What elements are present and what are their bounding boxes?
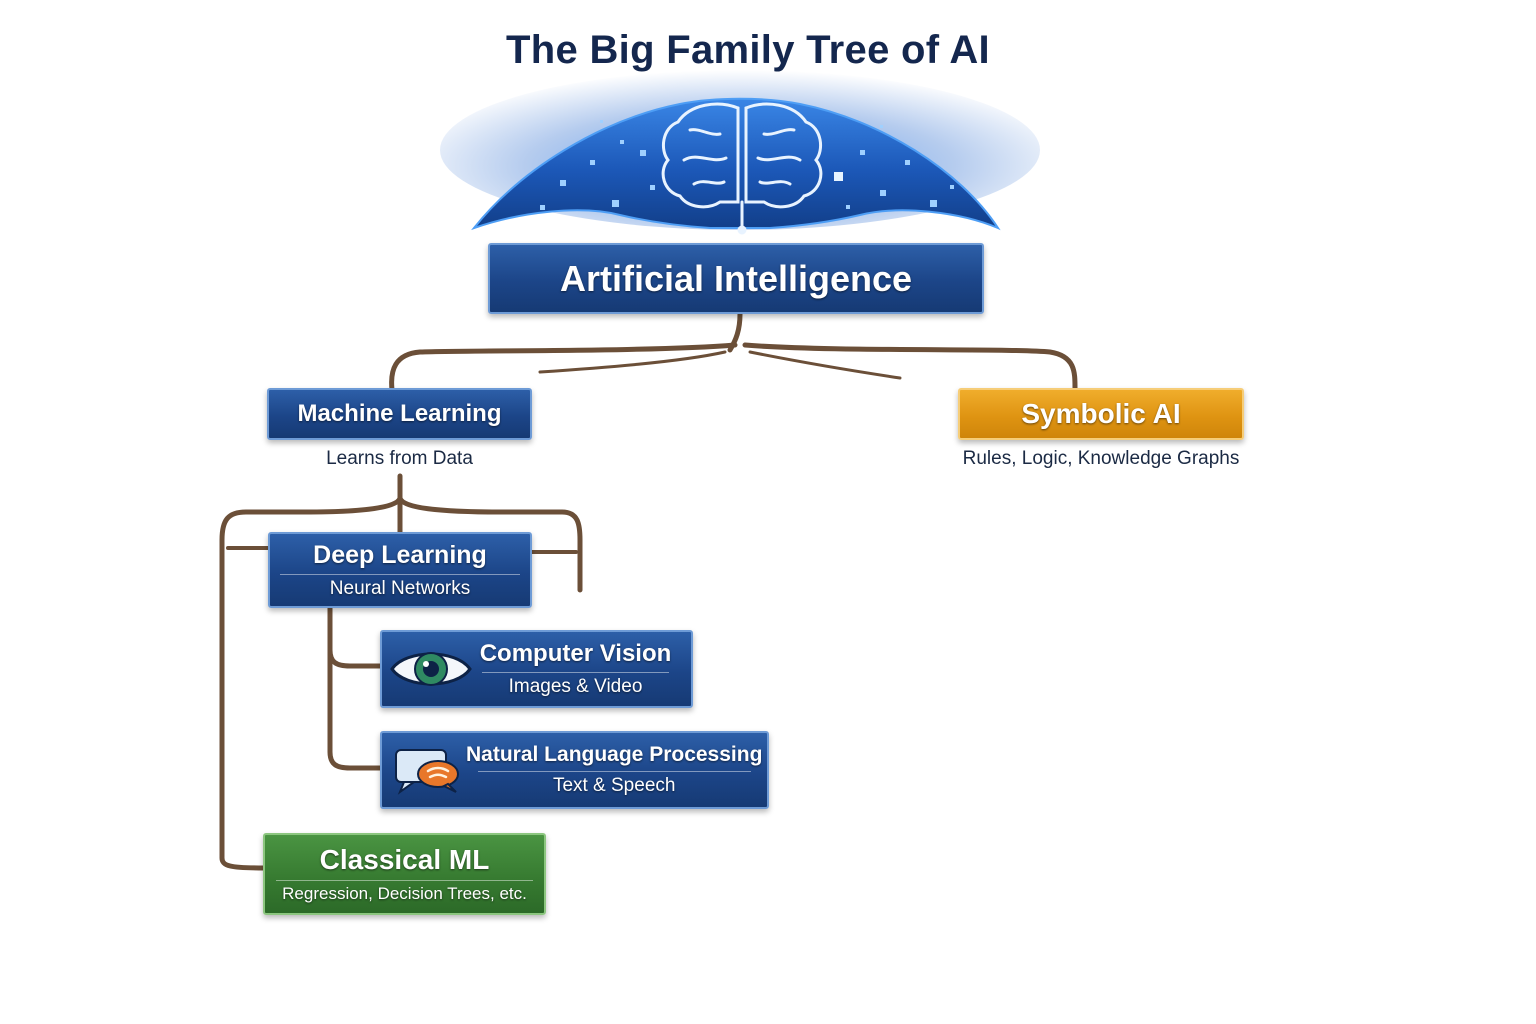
node-classical-ml-sub: Regression, Decision Trees, etc. (282, 884, 527, 903)
data-particles (540, 120, 954, 210)
node-classical-ml-label: Classical ML (319, 844, 490, 875)
node-symbolic-ai-label: Symbolic AI (1021, 398, 1181, 429)
root-node-artificial-intelligence: Artificial Intelligence (488, 243, 984, 314)
node-deep-learning: Deep Learning Neural Networks (268, 532, 532, 608)
branch-to-symbolic-ai (742, 342, 1078, 391)
node-nlp-sub: Text & Speech (552, 775, 676, 796)
brain-circuit-icon (661, 102, 823, 235)
branch-ml-split (219, 495, 403, 871)
divider (276, 880, 533, 881)
page-title: The Big Family Tree of AI (506, 28, 990, 72)
caption-symbolic-ai: Rules, Logic, Knowledge Graphs (962, 448, 1240, 469)
root-tendril-left (538, 350, 727, 374)
root-tendril-right (748, 350, 902, 380)
caption-machine-learning: Learns from Data (326, 448, 473, 469)
divider (477, 771, 751, 772)
node-classical-ml: Classical ML Regression, Decision Trees,… (263, 833, 546, 915)
node-computer-vision: Computer Vision Images & Video (380, 630, 693, 708)
branch-to-machine-learning (389, 342, 738, 393)
node-deep-learning-label: Deep Learning (313, 540, 487, 569)
node-computer-vision-label: Computer Vision (479, 640, 672, 667)
node-symbolic-ai: Symbolic AI (958, 388, 1244, 440)
node-deep-learning-sub: Neural Networks (329, 577, 471, 599)
node-nlp-label: Natural Language Processing (466, 743, 763, 766)
node-natural-language-processing: Natural Language Processing Text & Speec… (380, 731, 769, 809)
root-node-label: Artificial Intelligence (559, 257, 913, 299)
node-machine-learning-label: Machine Learning (297, 400, 502, 427)
canopy-shape (471, 97, 1001, 231)
speech-bubbles-icon (395, 749, 459, 795)
divider (280, 573, 520, 575)
branch-ml-right-curl (397, 495, 583, 593)
branch-dl-to-cv (327, 647, 385, 669)
node-computer-vision-sub: Images & Video (508, 676, 643, 697)
branch-dl-trunk (327, 605, 385, 771)
divider (482, 672, 669, 673)
node-machine-learning: Machine Learning (267, 388, 532, 440)
eye-icon (390, 652, 472, 686)
